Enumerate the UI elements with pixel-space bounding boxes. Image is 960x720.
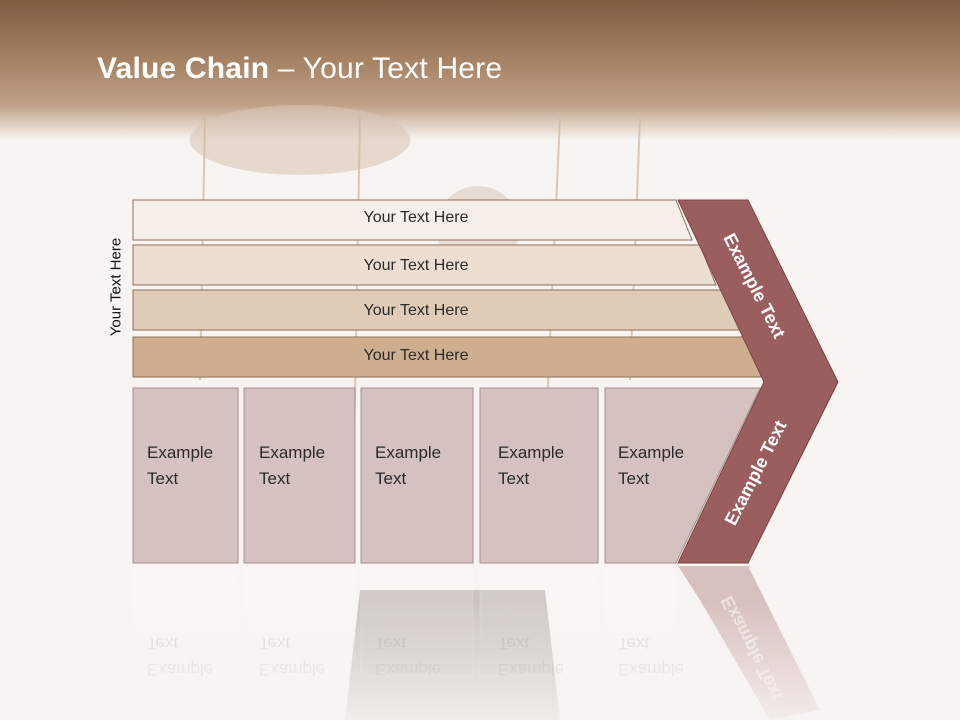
- title-bold: Value Chain: [97, 52, 270, 85]
- column-2-line2: Text: [259, 469, 291, 488]
- column-5-line1: Example: [618, 443, 685, 462]
- header-band: [0, 0, 960, 140]
- column-2-text: Example Text: [259, 440, 325, 492]
- chevron-arrow-shape: [677, 199, 839, 564]
- column-5-shape: [604, 387, 761, 564]
- column-1-line1: Example: [147, 443, 214, 462]
- bar-1-shape: [132, 199, 693, 241]
- column-4-text: Example Text: [498, 440, 564, 492]
- column-3-text: Example Text: [375, 440, 441, 492]
- bottom-fade-overlay: [0, 600, 960, 720]
- column-3-shape: [360, 387, 474, 564]
- column-4-shape: [479, 387, 599, 564]
- column-2-line1: Example: [259, 443, 326, 462]
- column-4-line1: Example: [498, 443, 565, 462]
- column-3-line2: Text: [375, 469, 407, 488]
- column-1-text: Example Text: [147, 440, 213, 492]
- title-rest: – Your Text Here: [269, 52, 503, 85]
- bar-label-3: Your Text Here: [363, 302, 469, 319]
- bar-2-shape: [132, 244, 717, 286]
- bar-label-1: Your Text Here: [363, 209, 469, 226]
- column-1-shape: [132, 387, 239, 564]
- bar-label-2: Your Text Here: [363, 257, 469, 274]
- column-5-line2: Text: [618, 469, 650, 488]
- column-5-text: Example Text: [618, 440, 684, 492]
- column-3-line1: Example: [375, 443, 442, 462]
- bar-label-4: Your Text Here: [363, 347, 469, 364]
- column-4-line2: Text: [498, 469, 530, 488]
- column-2-shape: [243, 387, 356, 564]
- slide-title: Value Chain – Your Text Here: [97, 52, 502, 86]
- column-1-line2: Text: [147, 469, 179, 488]
